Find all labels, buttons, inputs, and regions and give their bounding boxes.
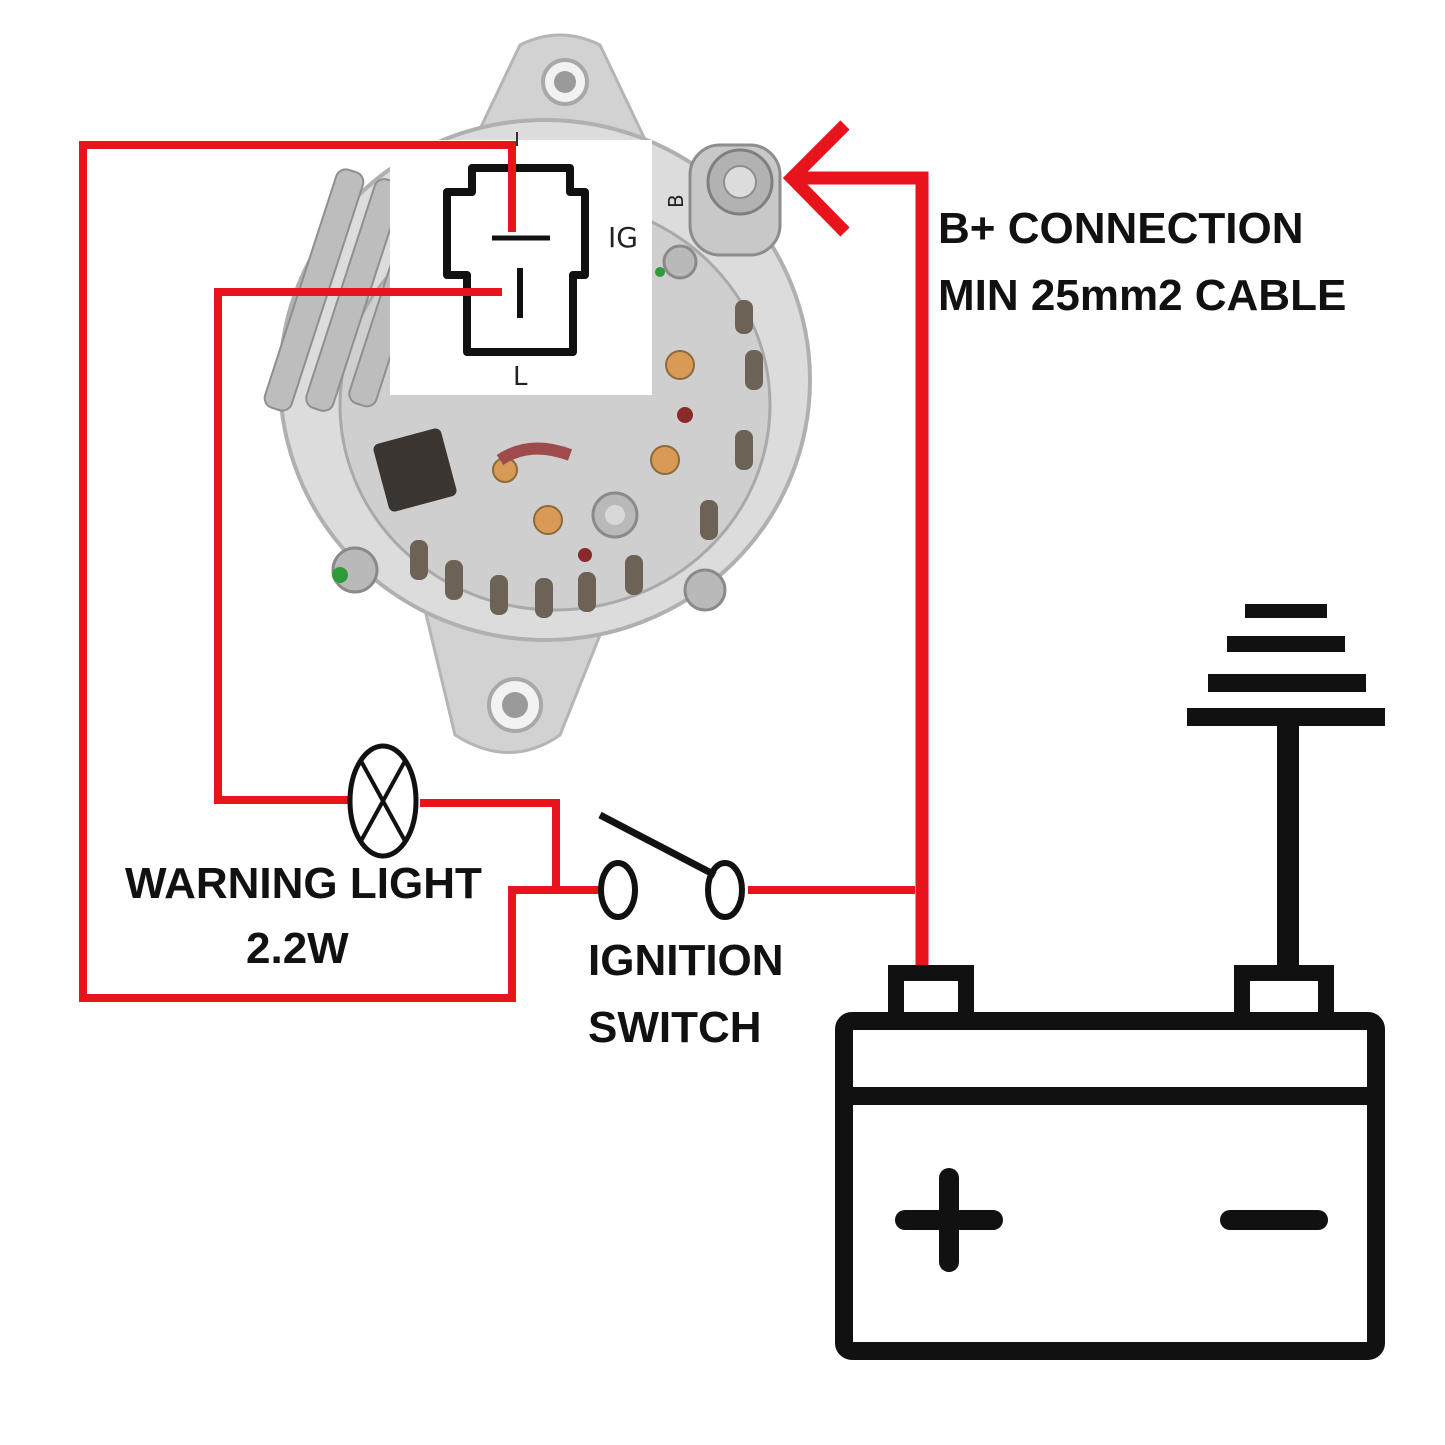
terminal-label-b: B [664, 194, 688, 208]
ig-wire [79, 141, 580, 1002]
b-plus-arrow-icon [782, 120, 850, 237]
ignition-switch-label-line2: SWITCH [588, 1003, 762, 1052]
warning-light-wattage-label: 2.2W [246, 924, 349, 973]
ignition-switch-icon [598, 811, 745, 920]
connector-outline [443, 164, 589, 356]
b-plus-connection-label: B+ CONNECTION [938, 204, 1303, 253]
warning-light-icon [347, 743, 419, 859]
b-plus-cable [795, 171, 929, 972]
ignition-switch-label: IGNITION [588, 936, 784, 985]
terminal-label-l: L [513, 362, 528, 392]
warning-light-label: WARNING LIGHT [125, 859, 482, 908]
l-wire [214, 288, 502, 804]
b-plus-cable-spec-label: MIN 25mm2 CABLE [938, 271, 1346, 320]
ground-icon [1187, 604, 1385, 968]
wiring [79, 120, 929, 1002]
connector-plug-diagram: IG L [390, 132, 652, 395]
lamp-to-switch-wire [420, 799, 600, 894]
battery-icon [835, 965, 1385, 1360]
terminal-label-ig: IG [608, 221, 638, 254]
